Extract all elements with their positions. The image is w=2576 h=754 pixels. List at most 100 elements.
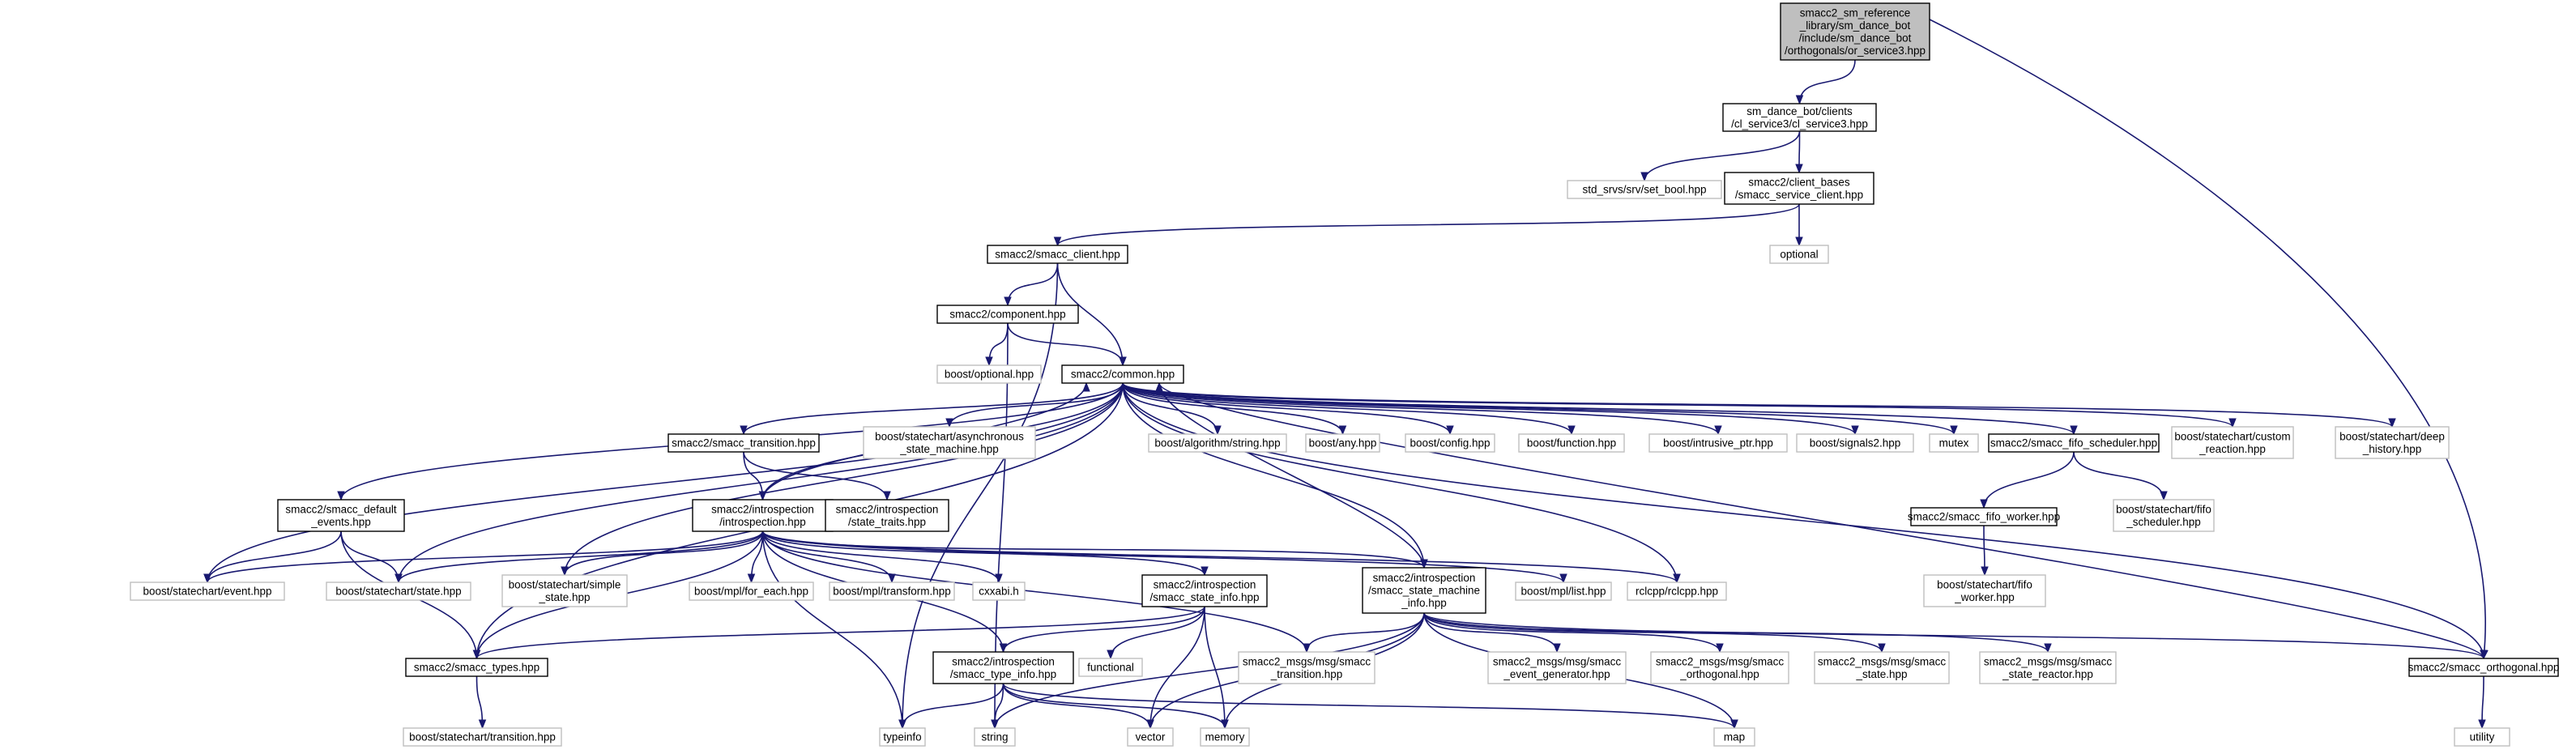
node-smacc2-sm-reference-library-sm-dance-bot-include-sm-dance-bot-orthogonals-or-service3-hpp[interactable]: smacc2_sm_reference_library/sm_dance_bot… (1780, 2, 1930, 61)
node-smacc2-smacc-fifo-scheduler-hpp[interactable]: smacc2/smacc_fifo_scheduler.hpp (1988, 433, 2160, 453)
node-smacc2-msgs-msg-smacc-transition-hpp: smacc2_msgs/msg/smacc_transition.hpp (1238, 651, 1375, 684)
node-smacc2-smacc-types-hpp[interactable]: smacc2/smacc_types.hpp (405, 658, 548, 677)
node-smacc2-introspection-introspection-hpp[interactable]: smacc2/introspection/introspection.hpp (692, 499, 834, 532)
edge-n18-n24 (1983, 451, 2075, 509)
node-memory: memory (1200, 727, 1250, 747)
node-smacc2-introspection-smacc-type-info-hpp[interactable]: smacc2/introspection/smacc_type_info.hpp (932, 651, 1074, 684)
node-smacc2-smacc-client-hpp[interactable]: smacc2/smacc_client.hpp (987, 245, 1128, 264)
node-label: smacc2_msgs/msg/smacc (1656, 655, 1785, 667)
edge-n5-n47 (902, 262, 1059, 729)
node-box (936, 305, 1079, 324)
edge-arrowhead (1119, 356, 1127, 367)
node-label: boost/statechart/fifo (2116, 503, 2211, 515)
node-box (1769, 245, 1829, 264)
node-box (1148, 433, 1287, 453)
edge-n8-n35 (1122, 382, 1678, 583)
node-box (2113, 499, 2215, 532)
node-box (825, 499, 949, 532)
node-smacc2-smacc-orthogonal-hpp[interactable]: smacc2/smacc_orthogonal.hpp (2408, 658, 2560, 677)
node-label: smacc2/introspection (836, 503, 939, 515)
edge-arrowhead (2228, 418, 2237, 428)
edge-arrowhead (995, 573, 1003, 584)
node-smacc2-client-bases-smacc-service-client-hpp[interactable]: smacc2/client_bases/smacc_service_client… (1724, 172, 1874, 205)
edge-arrowhead (1213, 425, 1222, 436)
node-box (405, 658, 548, 677)
node-box (1814, 651, 1950, 684)
edge-arrowhead (1107, 650, 1115, 660)
node-box (1061, 364, 1184, 384)
node-label: boost/mpl/for_each.hpp (694, 586, 808, 598)
node-smacc2-smacc-transition-hpp[interactable]: smacc2/smacc_transition.hpp (667, 433, 820, 453)
edge-arrowhead (1155, 381, 1163, 392)
node-label: boost/statechart/simple (509, 578, 621, 590)
edge-arrowhead (1146, 719, 1154, 730)
node-typeinfo: typeinfo (879, 727, 926, 747)
node-label: _state.hpp (538, 591, 590, 603)
node-label: smacc2/introspection (711, 503, 814, 515)
edge-arrowhead (1446, 425, 1454, 436)
node-label: boost/statechart/custom (2174, 430, 2290, 442)
edge-n45-n50 (1002, 683, 1226, 729)
node-box (1405, 433, 1495, 453)
edge-arrowhead (888, 573, 896, 584)
node-box (1648, 433, 1788, 453)
node-label: boost/statechart/deep (2339, 430, 2445, 442)
node-label: _events.hpp (310, 516, 371, 528)
node-box (1362, 567, 1486, 614)
node-box (1627, 581, 1727, 601)
node-smacc2-introspection-state-traits-hpp[interactable]: smacc2/introspection/state_traits.hpp (825, 499, 949, 532)
node-smacc2-introspection-smacc-state-info-hpp[interactable]: smacc2/introspection/smacc_state_info.hp… (1141, 574, 1268, 607)
edge-arrowhead (985, 356, 993, 367)
node-label: boost/algorithm/string.hpp (1154, 437, 1280, 449)
node-label: mutex (1939, 437, 1969, 449)
edge-n33-n41 (1423, 612, 1721, 653)
edge-arrowhead (1303, 643, 1311, 654)
edge-arrowhead (1981, 566, 1989, 577)
node-label: boost/statechart/transition.hpp (409, 731, 556, 743)
node-smacc2-common-hpp[interactable]: smacc2/common.hpp (1061, 364, 1184, 384)
node-smacc2-smacc-default-events-hpp[interactable]: smacc2/smacc_default_events.hpp (277, 499, 405, 532)
node-box (1078, 658, 1143, 677)
node-box (1127, 727, 1174, 747)
node-box (1515, 581, 1612, 601)
node-label: cxxabi.h (979, 586, 1019, 598)
node-label: _state_reactor.hpp (2002, 668, 2093, 680)
edge-arrowhead (1851, 425, 1859, 436)
edge-arrowhead (1559, 573, 1567, 584)
edge-arrowhead (747, 573, 756, 584)
node-label: /smacc_state_info.hpp (1149, 591, 1259, 603)
node-label: smacc2_msgs/msg/smacc (1818, 655, 1947, 667)
node-label: boost/mpl/transform.hpp (833, 586, 951, 598)
node-label: _worker.hpp (1954, 591, 2015, 603)
edge-arrowhead (203, 573, 211, 584)
edge-n8-n27 (398, 382, 1124, 583)
edge-n44-n8 (1158, 382, 2484, 659)
node-sm-dance-bot-clients-cl-service3-cl-service3-hpp[interactable]: sm_dance_bot/clients/cl_service3/cl_serv… (1722, 103, 1877, 132)
edge-arrowhead (1795, 164, 1803, 174)
edge-n5-n8 (1056, 262, 1124, 366)
node-box (863, 426, 1036, 459)
node-cxxabi-h: cxxabi.h (972, 581, 1026, 601)
edge-n9-n23 (743, 451, 888, 501)
node-label: boost/function.hpp (1527, 437, 1616, 449)
edge-n8-n20 (1122, 382, 2393, 428)
edge-arrowhead (1878, 643, 1886, 654)
node-label: optional (1780, 249, 1818, 261)
node-boost-mpl-for-each-hpp: boost/mpl/for_each.hpp (689, 581, 814, 601)
node-label: typeinfo (883, 731, 921, 743)
node-box (1979, 651, 2117, 684)
node-label: memory (1205, 731, 1245, 743)
edge-n8-n17 (1122, 382, 1955, 435)
node-smacc2-smacc-fifo-worker-hpp[interactable]: smacc2/smacc_fifo_worker.hpp (1908, 507, 2060, 526)
edge-arrowhead (2388, 418, 2396, 428)
node-box (403, 727, 562, 747)
node-label: _state_machine.hpp (899, 443, 999, 455)
node-label: boost/any.hpp (1309, 437, 1377, 449)
node-smacc2-introspection-smacc-state-machine-info-hpp[interactable]: smacc2/introspection/smacc_state_machine… (1362, 567, 1486, 614)
node-label: map (1724, 731, 1745, 743)
node-box (326, 581, 471, 601)
edge-n32-n37 (476, 606, 1205, 659)
node-smacc2-component-hpp[interactable]: smacc2/component.hpp (936, 305, 1079, 324)
node-label: /introspection.hpp (719, 516, 806, 528)
